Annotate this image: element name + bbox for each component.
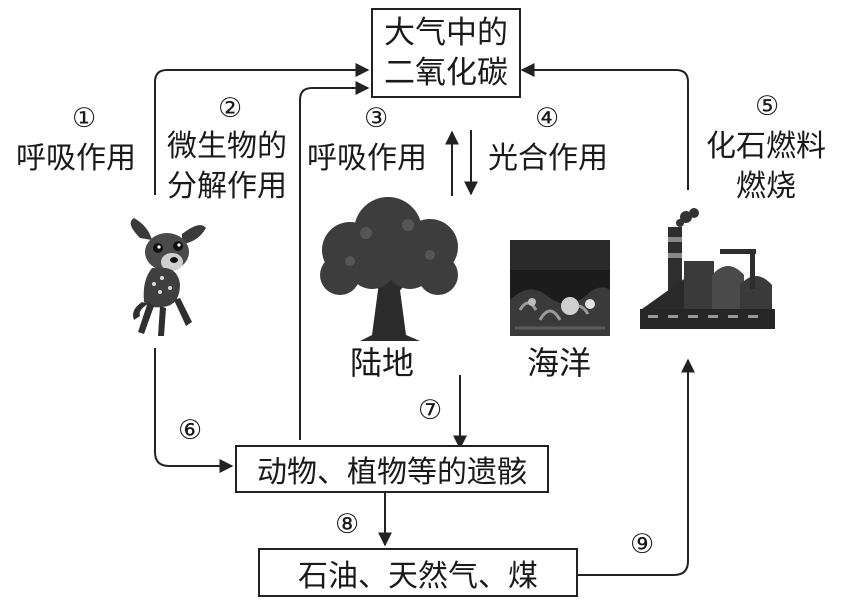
- fossil-fuel-label: 石油、天然气、煤: [298, 558, 538, 594]
- step-3-label: 呼吸作用: [307, 141, 427, 176]
- step-1-number: ①: [72, 103, 97, 134]
- arrow-remains-to-co2: [299, 81, 370, 440]
- atmosphere-line-2: 二氧化碳: [384, 55, 508, 91]
- arrow-combustion-to-co2: [520, 63, 689, 190]
- step-3-number: ③: [364, 103, 389, 134]
- deer-icon: [130, 218, 206, 336]
- step-5-number: ⑤: [755, 91, 780, 122]
- atmosphere-line-1: 大气中的: [384, 15, 508, 51]
- step-5-line-1: 化石燃料: [706, 129, 826, 164]
- step-9-number: ⑨: [630, 529, 655, 560]
- factory-icon: [640, 208, 775, 329]
- step-4-number: ④: [535, 103, 560, 134]
- fossil-fuel-box: 石油、天然气、煤: [258, 548, 578, 597]
- remains-label: 动物、植物等的遗骸: [257, 455, 527, 490]
- step-4-label: 光合作用: [488, 141, 608, 176]
- step-2-line-1: 微生物的: [167, 129, 287, 164]
- ocean-photo: [510, 240, 610, 336]
- step-2-line-2: 分解作用: [167, 169, 287, 204]
- step-5-line-2: 燃烧: [736, 169, 796, 204]
- arrow-fossil-to-factory: [578, 358, 695, 576]
- step-6-number: ⑥: [178, 415, 203, 446]
- arrow-deer-to-remains: [154, 348, 234, 473]
- tree-icon: [320, 197, 458, 341]
- land-label: 陆地: [350, 344, 415, 382]
- step-8-number: ⑧: [335, 509, 360, 540]
- remains-box: 动物、植物等的遗骸: [235, 445, 549, 493]
- ocean-label: 海洋: [527, 344, 592, 382]
- step-1-label: 呼吸作用: [16, 141, 136, 176]
- step-2-number: ②: [218, 93, 243, 124]
- arrow-deer-to-co2: [154, 63, 370, 195]
- step-7-number: ⑦: [418, 395, 443, 426]
- atmosphere-co2-box: 大气中的 二氧化碳: [371, 8, 521, 98]
